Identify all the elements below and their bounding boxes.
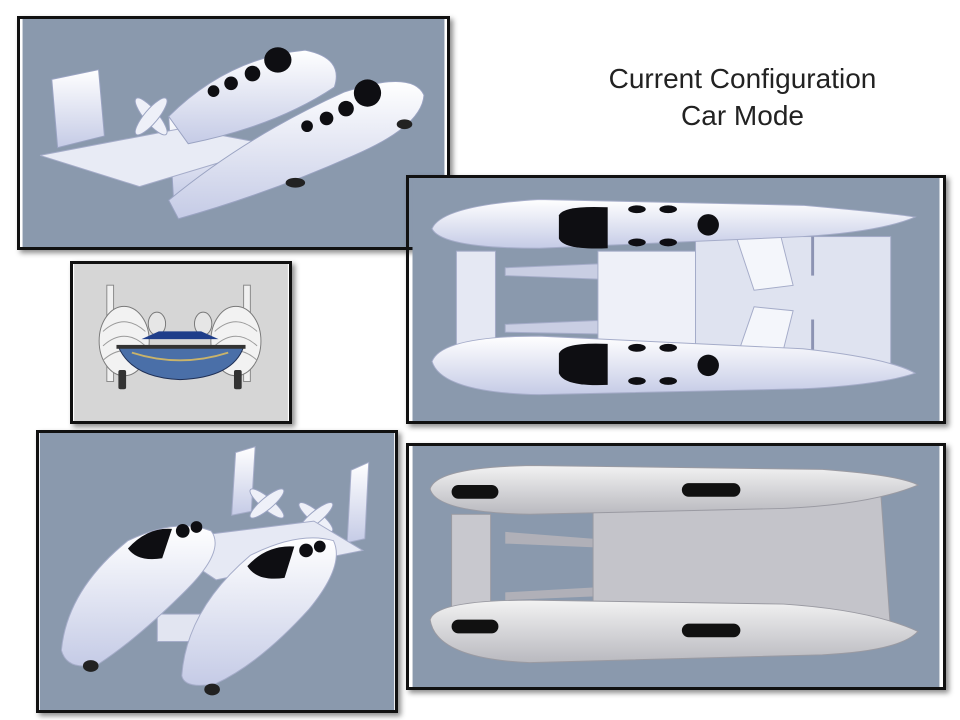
top-view-image <box>412 178 940 421</box>
perspective-rear-view-image <box>22 19 445 247</box>
bottom-view-panel <box>406 443 946 690</box>
front-view-panel <box>70 261 292 424</box>
perspective-front-view-panel <box>36 430 398 713</box>
title-line-mode: Car Mode <box>681 100 804 131</box>
perspective-front-view-image <box>39 433 395 710</box>
front-view-image <box>74 264 288 421</box>
bottom-view-image <box>412 446 940 687</box>
slide-title: Current Configuration Car Mode <box>570 60 915 134</box>
top-view-panel <box>406 175 946 424</box>
perspective-rear-view-panel <box>17 16 450 250</box>
title-line-configuration: Current Configuration <box>608 63 877 94</box>
